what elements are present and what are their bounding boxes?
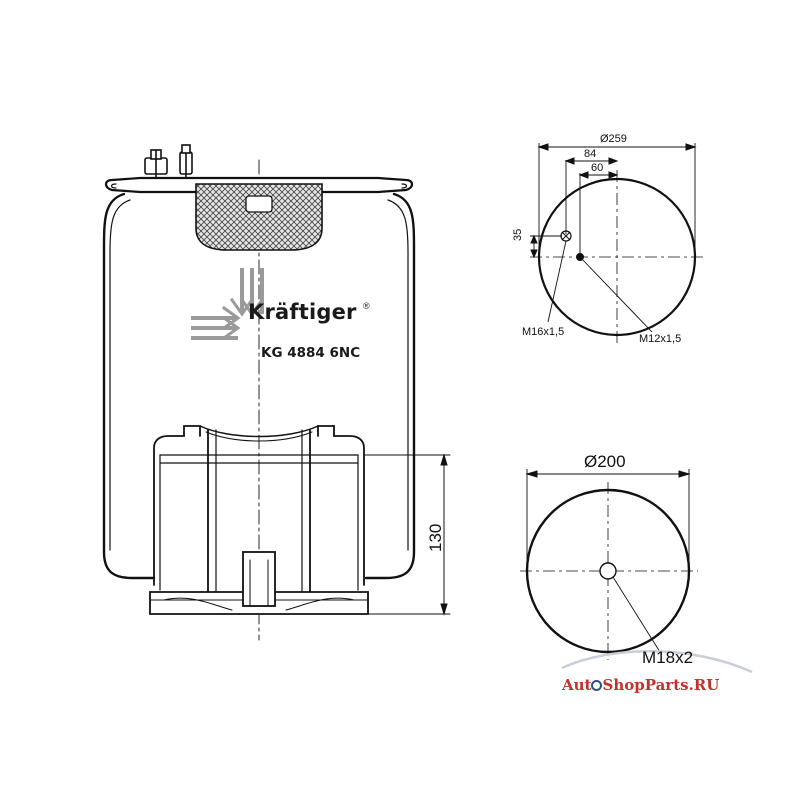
brand-block: Kräftiger ® KG 4884 6NC: [193, 300, 383, 361]
watermark-text-end: ShopParts.RU: [602, 676, 720, 694]
bottom-view: [520, 469, 698, 660]
bellows-outer-right: [364, 192, 416, 580]
brand-registered-mark: ®: [363, 301, 370, 311]
height-dimension: [364, 453, 451, 616]
part-number: KG 4884 6NC: [261, 345, 361, 361]
watermark-text-start: Aut: [562, 676, 592, 694]
label-thread-m16: M16x1,5: [522, 326, 565, 338]
bellows-outer: [102, 192, 156, 580]
label-top-diameter: Ø259: [600, 133, 627, 145]
brand-logo: [191, 268, 265, 341]
gear-icon: [591, 680, 603, 691]
side-view: [102, 144, 451, 641]
piston: [149, 425, 369, 615]
label-base-diameter: Ø200: [584, 452, 626, 471]
label-offset-60: 60: [591, 162, 604, 174]
label-height-130: 130: [426, 523, 445, 552]
watermark: Aut ShopParts.RU: [562, 676, 719, 694]
bumper-stop: [195, 183, 323, 251]
base-center-hole: [599, 562, 617, 580]
label-thread-m12: M12x1,5: [639, 333, 682, 345]
brand-name: Kräftiger: [248, 300, 357, 324]
label-offset-84: 84: [584, 148, 597, 160]
top-view: [530, 143, 705, 345]
watermark-swoosh: [561, 650, 753, 674]
label-thread-m18: M18x2: [642, 648, 694, 667]
label-offset-35: 35: [512, 228, 524, 241]
